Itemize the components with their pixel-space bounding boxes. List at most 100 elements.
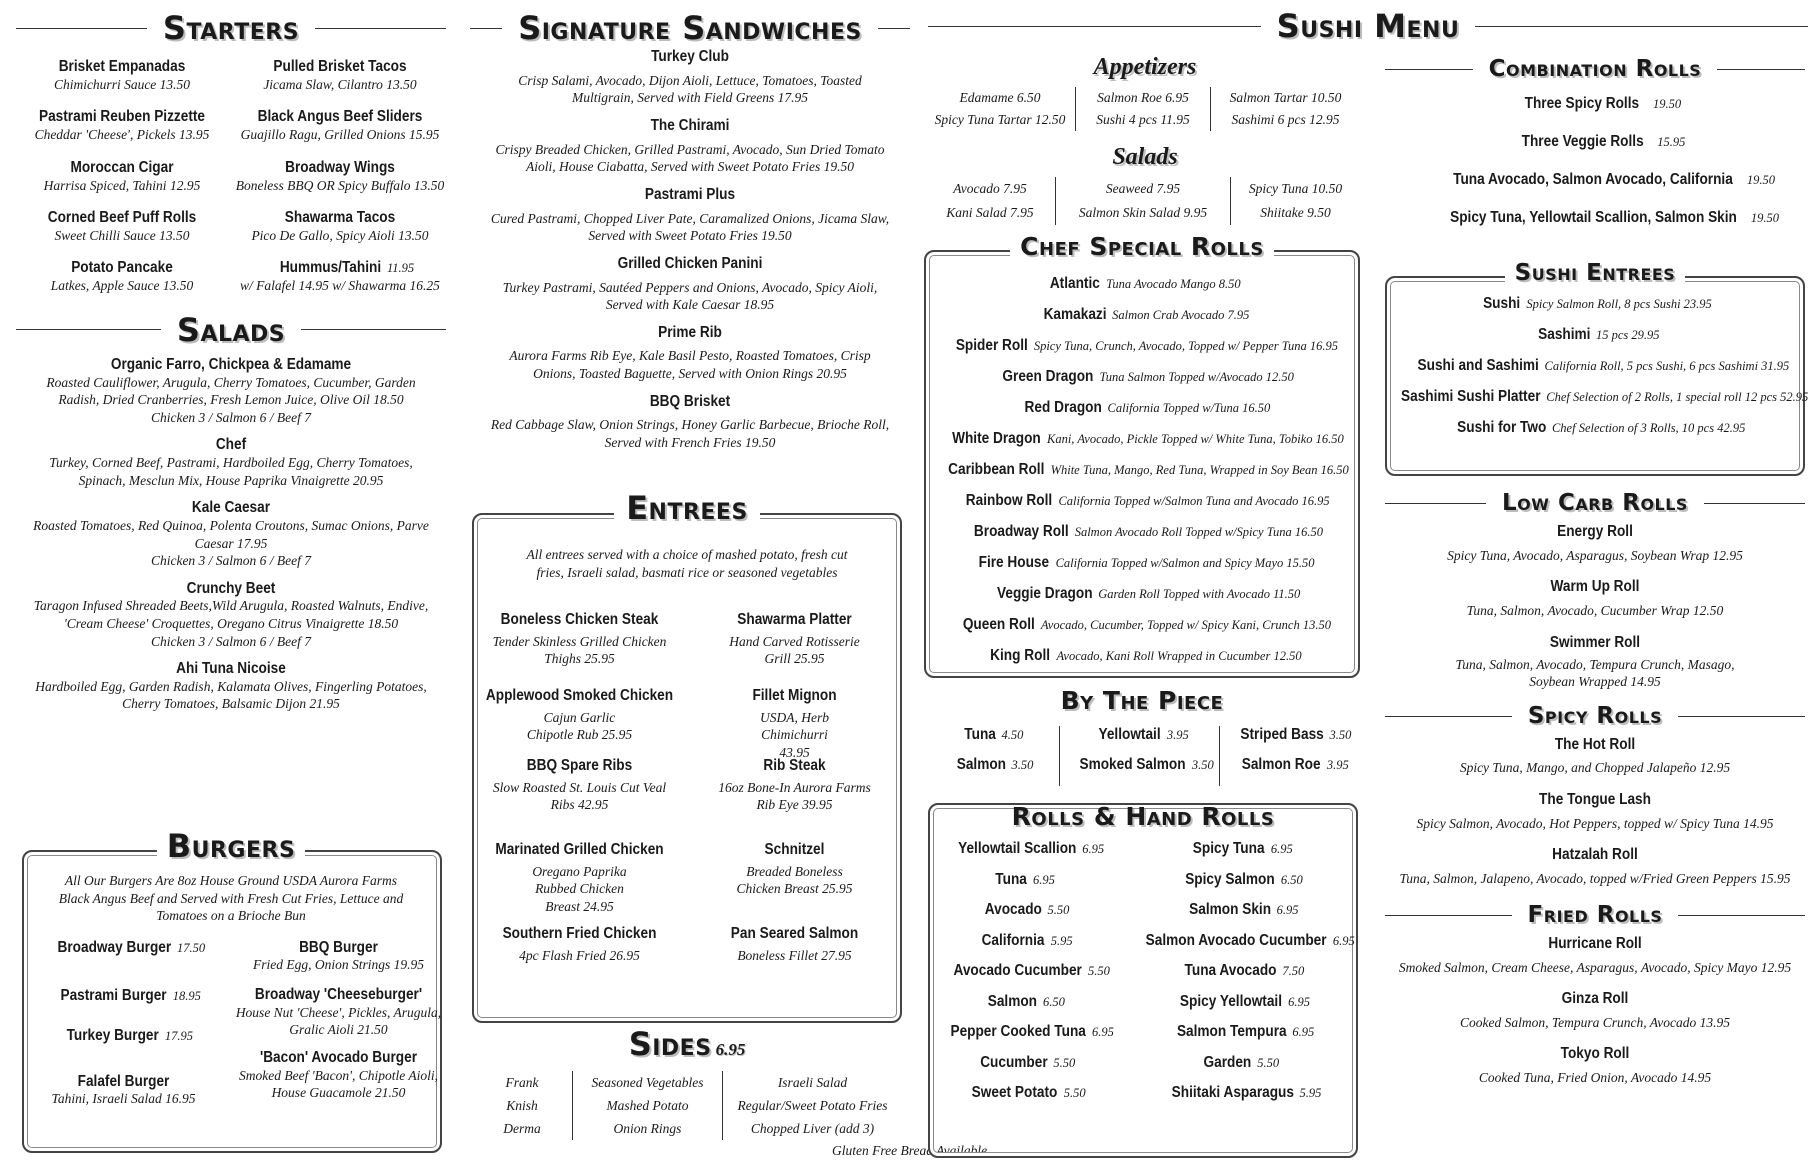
appetizer-item: Salmon Roe 6.95 (1097, 90, 1189, 105)
item-name: Tuna (963, 726, 996, 743)
item-desc: Tuna Avocado Mango 8.50 (1106, 277, 1241, 291)
burgers-header: Burgers (16, 830, 446, 862)
sides-col-3: Israeli Salad Regular/Sweet Potato Fries… (722, 1071, 902, 1141)
menu-item: Broadway 'Cheeseburger'House Nut 'Cheese… (231, 986, 446, 1039)
salads-header: Salads (16, 314, 447, 346)
item-name: Crunchy Beet (186, 579, 276, 597)
divider (1385, 69, 1473, 70)
sushi-entrees-title: Sushi Entrees (1504, 262, 1686, 285)
burgers-title: Burgers (156, 830, 306, 862)
item-name: Red Dragon (1024, 399, 1102, 416)
item-name: Sweet Potato (972, 1084, 1058, 1101)
item-desc: Avocado, Kani Roll Wrapped in Cucumber 1… (1056, 649, 1302, 663)
item-price: 5.50 (1047, 903, 1070, 917)
item-name: Turkey Club (651, 48, 729, 65)
column-sushi-left: Appetizers Edamame 6.50 Spicy Tuna Tarta… (925, 55, 1365, 225)
item-price: 6.95 (1033, 872, 1055, 887)
item-desc: Garden Roll Topped with Avocado 11.50 (1098, 587, 1301, 601)
item-desc: Salmon Avocado Roll Topped w/Spicy Tuna … (1074, 525, 1323, 539)
item-desc: Sweet Chilli Sauce 13.50 (54, 227, 190, 243)
item-name: Black Angus Beef Sliders (257, 108, 423, 126)
item-name: Prime Rib (658, 323, 722, 341)
item-desc: Spicy Tuna, Avocado, Asparagus, Soybean … (1447, 547, 1743, 563)
item-desc: California Topped w/Salmon and Spicy May… (1055, 556, 1315, 570)
item-name: Boneless Chicken Steak (500, 611, 659, 629)
item-price: 5.95 (1299, 1086, 1322, 1100)
item-desc: White Tuna, Mango, Red Tuna, Wrapped in … (1050, 463, 1349, 477)
item-name: Salmon (987, 992, 1038, 1010)
item-price: 18.95 (172, 988, 201, 1003)
item-name: Swimmer Roll (1549, 633, 1641, 651)
item-desc: Spicy Tuna, Mango, and Chopped Jalapeño … (1459, 760, 1731, 776)
appetizers-title: Appetizers (1093, 54, 1197, 80)
item-name: The Hot Roll (1554, 735, 1636, 753)
item-desc: Crispy Breaded Chicken, Grilled Pastrami… (495, 141, 885, 175)
salad-item: Spicy Tuna 10.50 (1248, 181, 1343, 196)
sides-grid: Frank Knish Derma Seasoned Vegetables Ma… (472, 1071, 902, 1141)
item-name: Shawarma Platter (737, 611, 852, 629)
divider (1678, 715, 1805, 717)
item-desc: Tuna, Salmon, Jalapeno, Avocado, topped … (1399, 871, 1791, 887)
item-name: Yellowtail (1098, 726, 1161, 743)
starters-header: Starters (16, 12, 446, 44)
item-price: 3.95 (1326, 758, 1349, 772)
item-desc: Taragon Infused Shreaded Beets,Wild Arug… (33, 598, 429, 631)
item-price: 5.50 (1257, 1055, 1280, 1070)
item-price: 6.95 (1288, 994, 1310, 1009)
item-name: 'Bacon' Avocado Burger (259, 1048, 418, 1066)
item-price: 3.95 (1166, 728, 1189, 742)
item-price: 17.50 (177, 940, 206, 955)
item-name: Energy Roll (1557, 523, 1633, 540)
entrees-title: Entrees (614, 492, 760, 524)
item-price: 6.95 (1276, 903, 1299, 917)
item-name: Smoked Salmon (1079, 756, 1186, 773)
item-desc: w/ Falafel 14.95 w/ Shawarma 16.25 (240, 278, 440, 294)
item-desc: Spicy Tuna, Crunch, Avocado, Topped w/ P… (1033, 339, 1338, 353)
item-desc: Turkey Pastrami, Sautéed Peppers and Oni… (502, 279, 878, 313)
item-desc: Chef Selection of 3 Rolls, 10 pcs 42.95 (1551, 421, 1746, 435)
item-desc: Tuna Salmon Topped w/Avocado 12.50 (1099, 370, 1294, 384)
item-name: Queen Roll (962, 616, 1035, 633)
item-desc: Fried Egg, Onion Strings 19.95 (253, 957, 424, 973)
item-name: Broadway Wings (285, 158, 395, 176)
item-price: 15.95 (1657, 135, 1686, 149)
sushi-salads-col-2: Seaweed 7.95 Salmon Skin Salad 9.95 (1055, 177, 1230, 225)
item-price: 5.50 (1053, 1055, 1076, 1070)
item-name: Ahi Tuna Nicoise (176, 660, 286, 678)
item-name: Chef (215, 436, 247, 454)
item-name: Marinated Grilled Chicken (495, 841, 664, 859)
